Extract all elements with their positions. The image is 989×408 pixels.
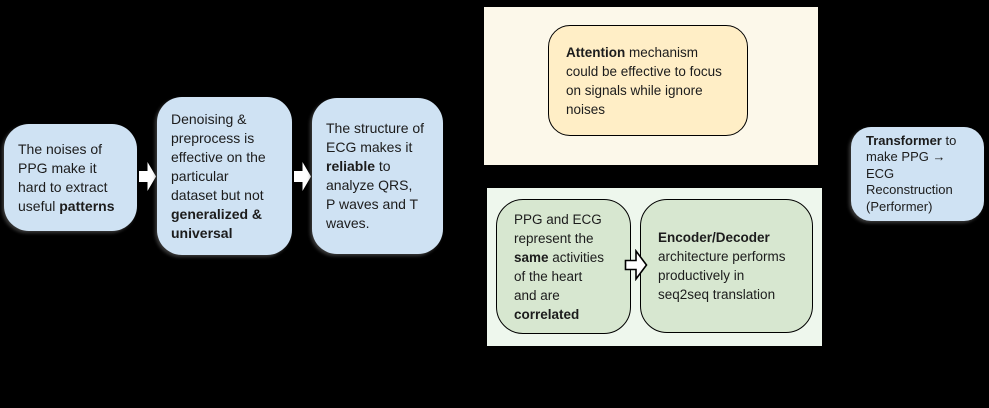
flow-arrow-icon [294,162,311,191]
correlation-arrow-icon [624,249,648,281]
flow-arrow-icon [139,162,156,191]
